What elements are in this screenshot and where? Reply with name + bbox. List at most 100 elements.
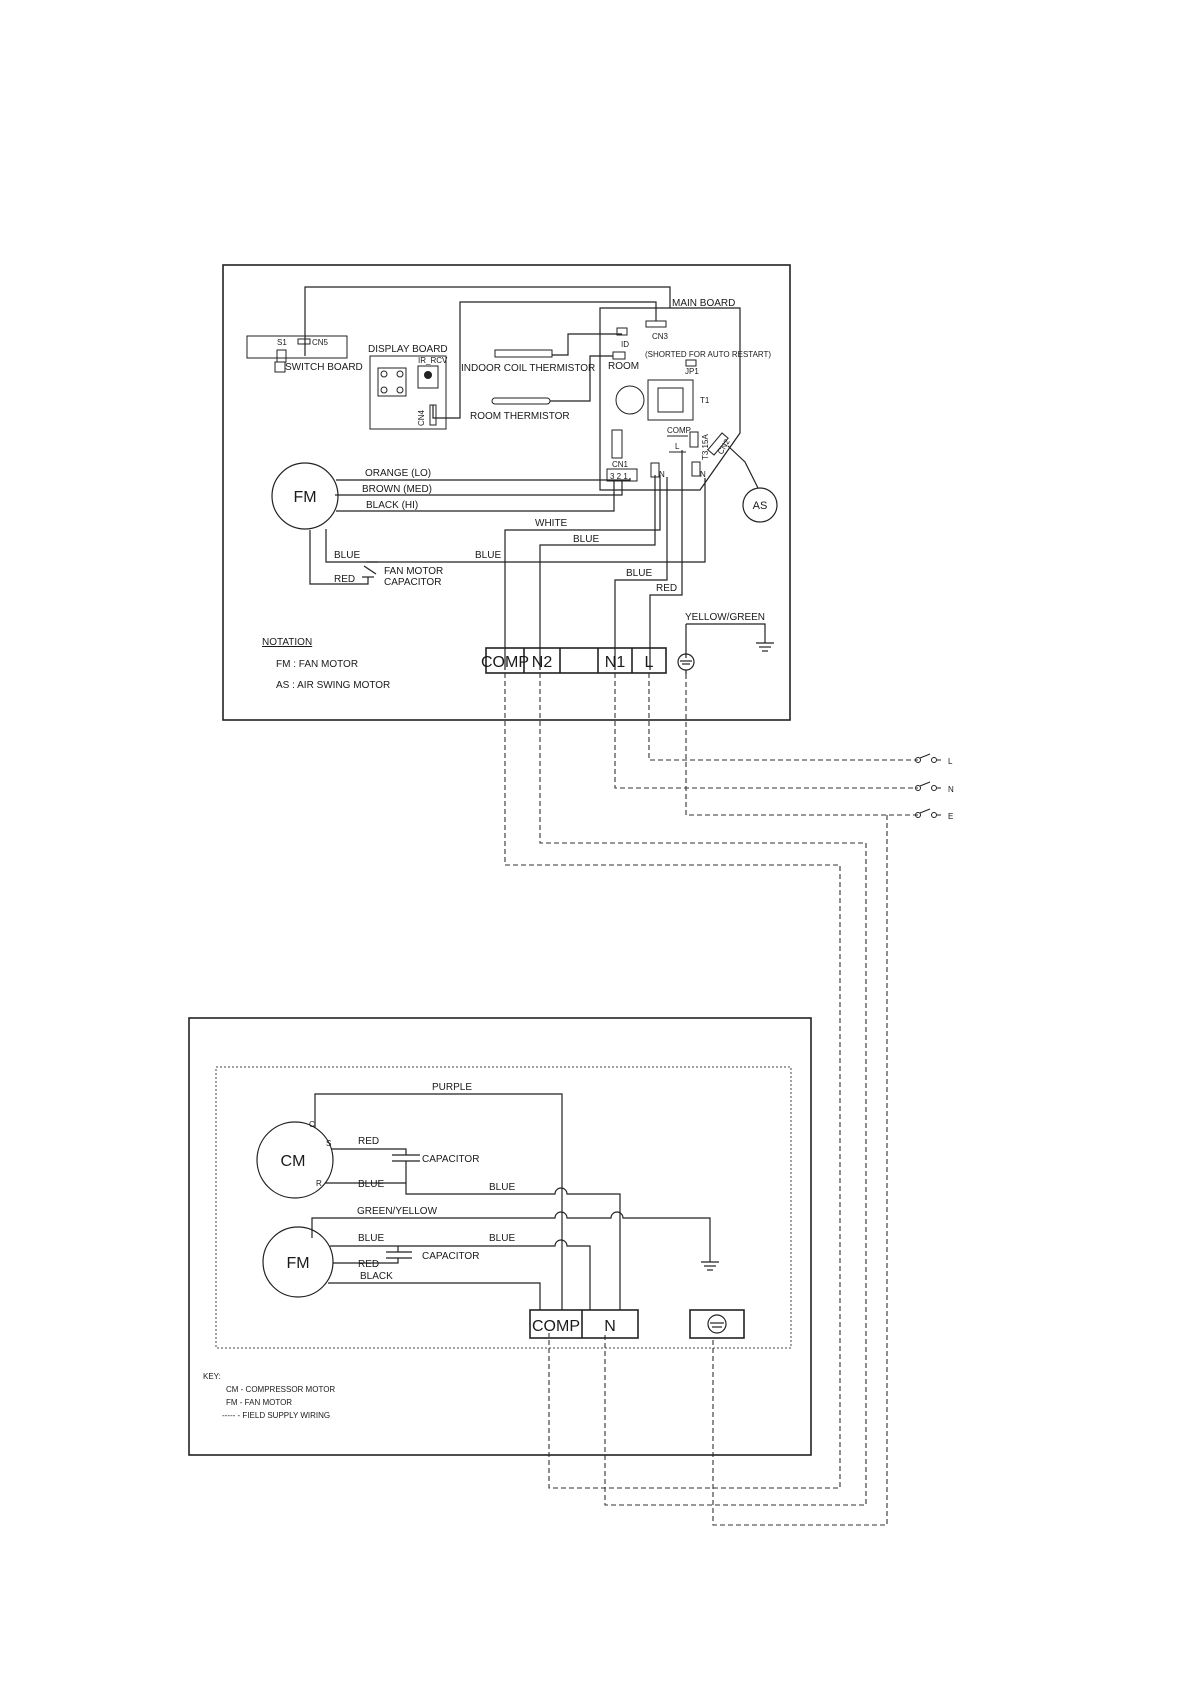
switch-s1 <box>276 349 287 363</box>
display-led <box>380 370 388 378</box>
field-supply-wiring: L N E <box>504 673 954 1526</box>
outdoor-terminal-comp: COMP <box>532 1318 580 1335</box>
terminal-l: L <box>645 654 654 671</box>
outdoor-terminal-n: N <box>604 1318 616 1335</box>
ir-receiver-eye <box>424 371 432 379</box>
cn3-connector <box>645 320 667 328</box>
switch-board <box>246 335 348 359</box>
switch-board-label: SWITCH BOARD <box>285 362 363 373</box>
wire-air-swing <box>727 445 759 489</box>
wire-green-yellow <box>311 1211 711 1262</box>
wire-blue-cm-label: BLUE <box>358 1179 384 1190</box>
outdoor-unit-frame <box>188 1017 812 1456</box>
cn3-label: CN3 <box>652 332 669 341</box>
fan-motor-capacitor-label-2: CAPACITOR <box>384 577 441 588</box>
cm-terminal-r: R <box>316 1179 322 1188</box>
key-title: KEY: <box>203 1372 221 1381</box>
cn2-connector <box>707 432 729 456</box>
supply-l-wire <box>648 673 918 761</box>
outdoor-earth-terminal <box>689 1309 745 1339</box>
terminal-comp: COMP <box>481 654 529 671</box>
key-cm: CM - COMPRESSOR MOTOR <box>226 1385 335 1394</box>
transformer-t1 <box>647 379 694 421</box>
supply-n-wire <box>614 673 918 789</box>
jp1-label: JP1 <box>685 367 699 376</box>
wire-blue-common-label: BLUE <box>489 1182 515 1193</box>
supply-switch-e: E <box>915 808 953 821</box>
room-connector <box>612 351 626 360</box>
jp1-jumper <box>685 359 697 367</box>
indoor-terminal-strip: COMP N2 N1 L <box>481 647 667 674</box>
wire-orange-label: ORANGE (LO) <box>365 468 431 479</box>
comp-relay-label: COMP <box>667 426 691 435</box>
wire-switch-to-cn3 <box>304 286 671 356</box>
wire-purple-label: PURPLE <box>432 1082 472 1093</box>
wire-black <box>336 481 615 512</box>
wire-blue-n1 <box>614 477 668 670</box>
indoor-earth-terminal <box>677 653 695 674</box>
wire-display-to-cn3 <box>432 301 657 419</box>
wire-blue-label-4: BLUE <box>626 568 652 579</box>
wire-blue-fan <box>325 478 706 563</box>
wire-orange <box>336 478 631 481</box>
cm-label: CM <box>281 1153 306 1170</box>
board-n-label-a: N <box>659 470 665 479</box>
fuse <box>689 431 699 448</box>
fan-motor-capacitor-label-1: FAN MOTOR <box>384 566 443 577</box>
air-swing-motor <box>742 487 778 523</box>
board-n-label-b: N <box>700 470 706 479</box>
outdoor-unit: CM C S R FM PURPLE RED CAPACITOR BLUE BL… <box>188 1017 812 1456</box>
cn5-connector <box>297 338 311 345</box>
board-relay <box>615 385 645 415</box>
cm-terminal-c: C <box>309 1120 315 1129</box>
main-board-outline <box>599 307 741 491</box>
cm-capacitor-label: CAPACITOR <box>422 1154 479 1165</box>
outdoor-terminal-strip: COMP N <box>529 1309 639 1339</box>
cn5-label: CN5 <box>312 338 329 347</box>
indoor-coil-thermistor <box>494 349 553 358</box>
wire-black-fm-label: BLACK <box>360 1271 393 1282</box>
indoor-fm-label: FM <box>293 489 316 506</box>
cn2-label: CN2 <box>716 437 732 456</box>
wire-blue-n2 <box>539 475 656 670</box>
id-connector <box>616 327 628 336</box>
notation-title: NOTATION <box>262 637 312 648</box>
indoor-unit: MAIN BOARD CN3 ID ROOM (SHORTED FOR AUTO… <box>222 264 791 721</box>
supply-e-label: E <box>948 812 953 821</box>
terminal-n1: N1 <box>605 654 626 671</box>
wire-room-thermistor <box>550 355 613 402</box>
interconnect-n <box>539 673 867 1506</box>
switch-base <box>274 361 286 373</box>
ir-rcv-label: IR_RCV <box>418 356 448 365</box>
outdoor-fm-label: FM <box>286 1255 309 1272</box>
supply-n-label: N <box>948 785 954 794</box>
display-led <box>396 370 404 378</box>
wire-green-yellow-label: GREEN/YELLOW <box>357 1206 438 1217</box>
wire-blue-fm-to-n <box>398 1239 591 1310</box>
wire-blue-common <box>405 1183 621 1310</box>
wire-brown-label: BROWN (MED) <box>362 484 432 495</box>
wire-black-label: BLACK (HI) <box>366 500 418 511</box>
board-component <box>611 429 623 459</box>
wire-blue-label-2: BLUE <box>334 550 360 561</box>
wire-blue-label-3: BLUE <box>475 550 501 561</box>
t1-label: T1 <box>700 396 710 405</box>
wire-red-label-2: RED <box>334 574 355 585</box>
cm-terminal-s: S <box>326 1139 331 1148</box>
display-board <box>369 355 447 430</box>
wire-yellow-green-label: YELLOW/GREEN <box>685 612 765 623</box>
wire-purple <box>314 1093 563 1310</box>
outdoor-inner-frame <box>215 1066 792 1349</box>
wire-red-cm-label: RED <box>358 1136 379 1147</box>
terminal-n2: N2 <box>532 654 553 671</box>
relay-l-label: L <box>675 442 680 451</box>
n-terminal-a <box>650 462 660 478</box>
fm-capacitor-label: CAPACITOR <box>422 1251 479 1262</box>
cn1-pins: 3 2 1 <box>610 472 628 481</box>
indoor-unit-frame <box>222 264 791 721</box>
wire-brown <box>338 481 623 496</box>
room-label: ROOM <box>608 361 639 372</box>
wire-blue-fm <box>330 1245 399 1252</box>
wire-yellow-green <box>686 623 766 643</box>
notation-fm: FM : FAN MOTOR <box>276 659 358 670</box>
